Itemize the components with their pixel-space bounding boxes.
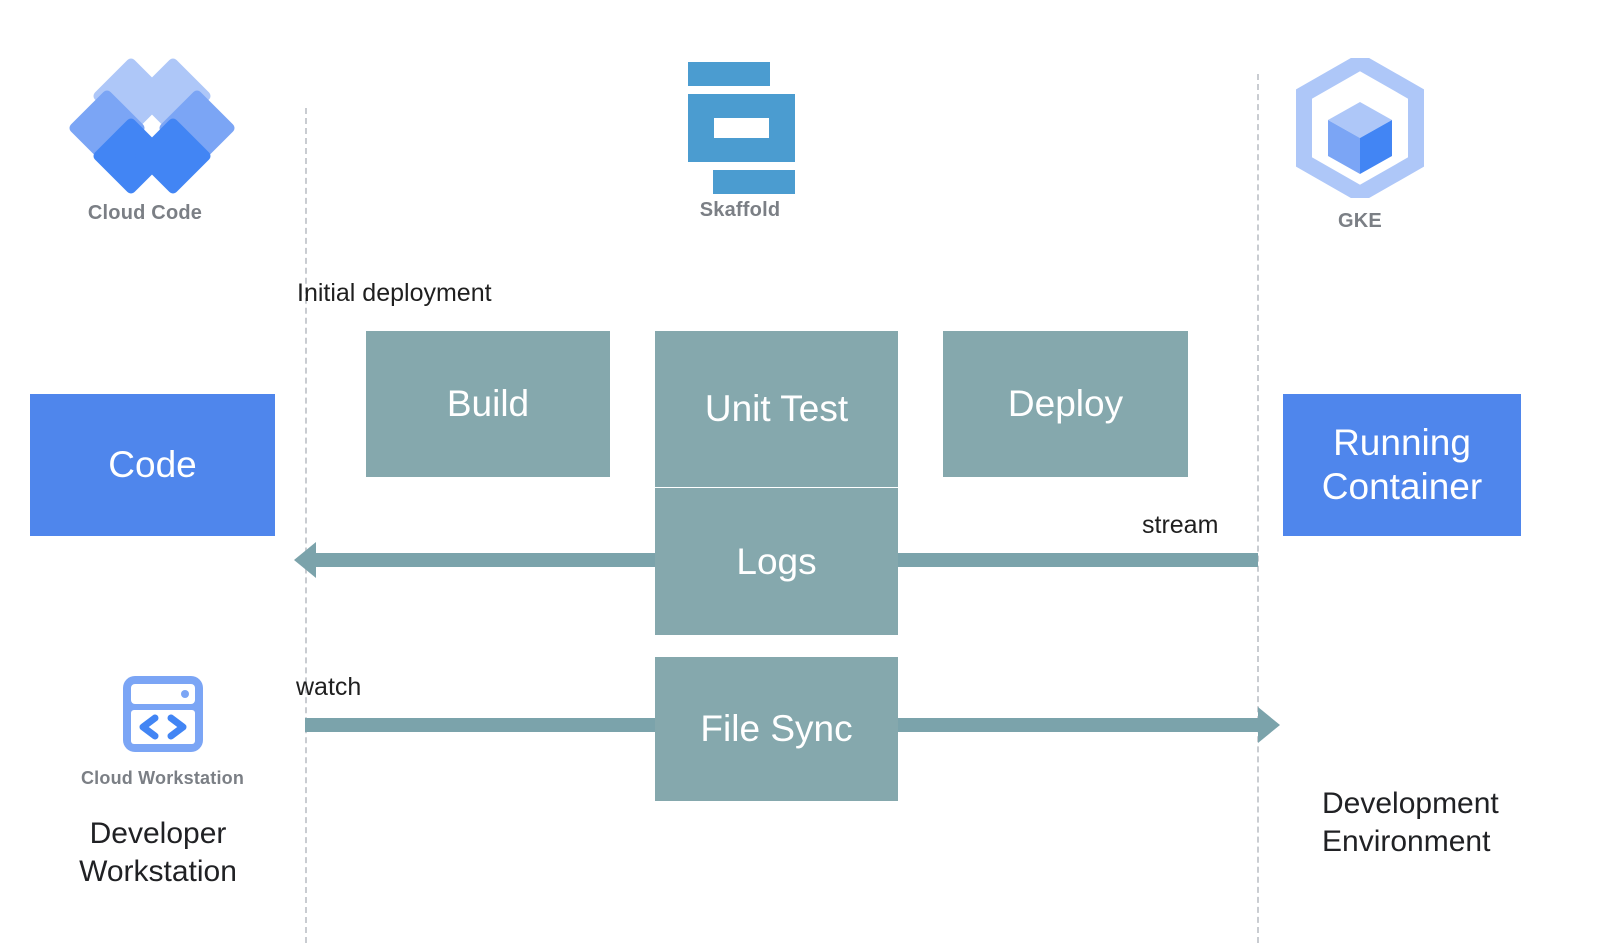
code-box[interactable]: Code xyxy=(30,394,275,536)
skaffold-label: Skaffold xyxy=(699,199,781,221)
cloud-code-label: Cloud Code xyxy=(87,202,203,224)
deploy-stage-box[interactable]: Deploy xyxy=(943,331,1188,477)
developer-workstation-label: Developer Workstation xyxy=(79,817,237,889)
cloud-code-logo-group: Cloud Code xyxy=(40,56,250,225)
boundary-line-right xyxy=(1257,74,1259,943)
file-sync-arrow-shaft-left xyxy=(305,718,661,732)
gke-label: GKE xyxy=(1338,210,1382,232)
file-sync-arrow-shaft-right xyxy=(893,718,1258,732)
logs-stage-box[interactable]: Logs xyxy=(655,488,898,635)
skaffold-logo-group: Skaffold xyxy=(635,62,845,222)
cloud-workstation-icon xyxy=(115,666,211,762)
unit-test-stage-box[interactable]: Unit Test xyxy=(655,331,898,487)
cloud-workstation-label: Cloud Workstation xyxy=(80,768,245,788)
stream-label: stream xyxy=(1142,511,1219,539)
gke-logo-group: GKE xyxy=(1280,52,1440,233)
running-container-box[interactable]: Running Container xyxy=(1283,394,1521,536)
logs-arrow-shaft-right xyxy=(893,553,1258,567)
initial-deployment-label: Initial deployment xyxy=(297,279,492,307)
file-sync-arrowhead-right-icon xyxy=(1258,707,1280,743)
skaffold-icon xyxy=(683,62,798,194)
development-environment-label: Development Environment xyxy=(1322,787,1499,859)
cloud-code-icon xyxy=(67,56,237,196)
watch-label: watch xyxy=(296,673,362,701)
cloud-workstation-logo-group: Cloud Workstation xyxy=(55,666,270,789)
boundary-line-left xyxy=(305,108,307,943)
build-stage-box[interactable]: Build xyxy=(366,331,610,477)
logs-arrow-shaft-left xyxy=(316,553,661,567)
file-sync-stage-box[interactable]: File Sync xyxy=(655,657,898,801)
logs-arrowhead-left-icon xyxy=(294,542,316,578)
gke-icon xyxy=(1296,52,1424,204)
